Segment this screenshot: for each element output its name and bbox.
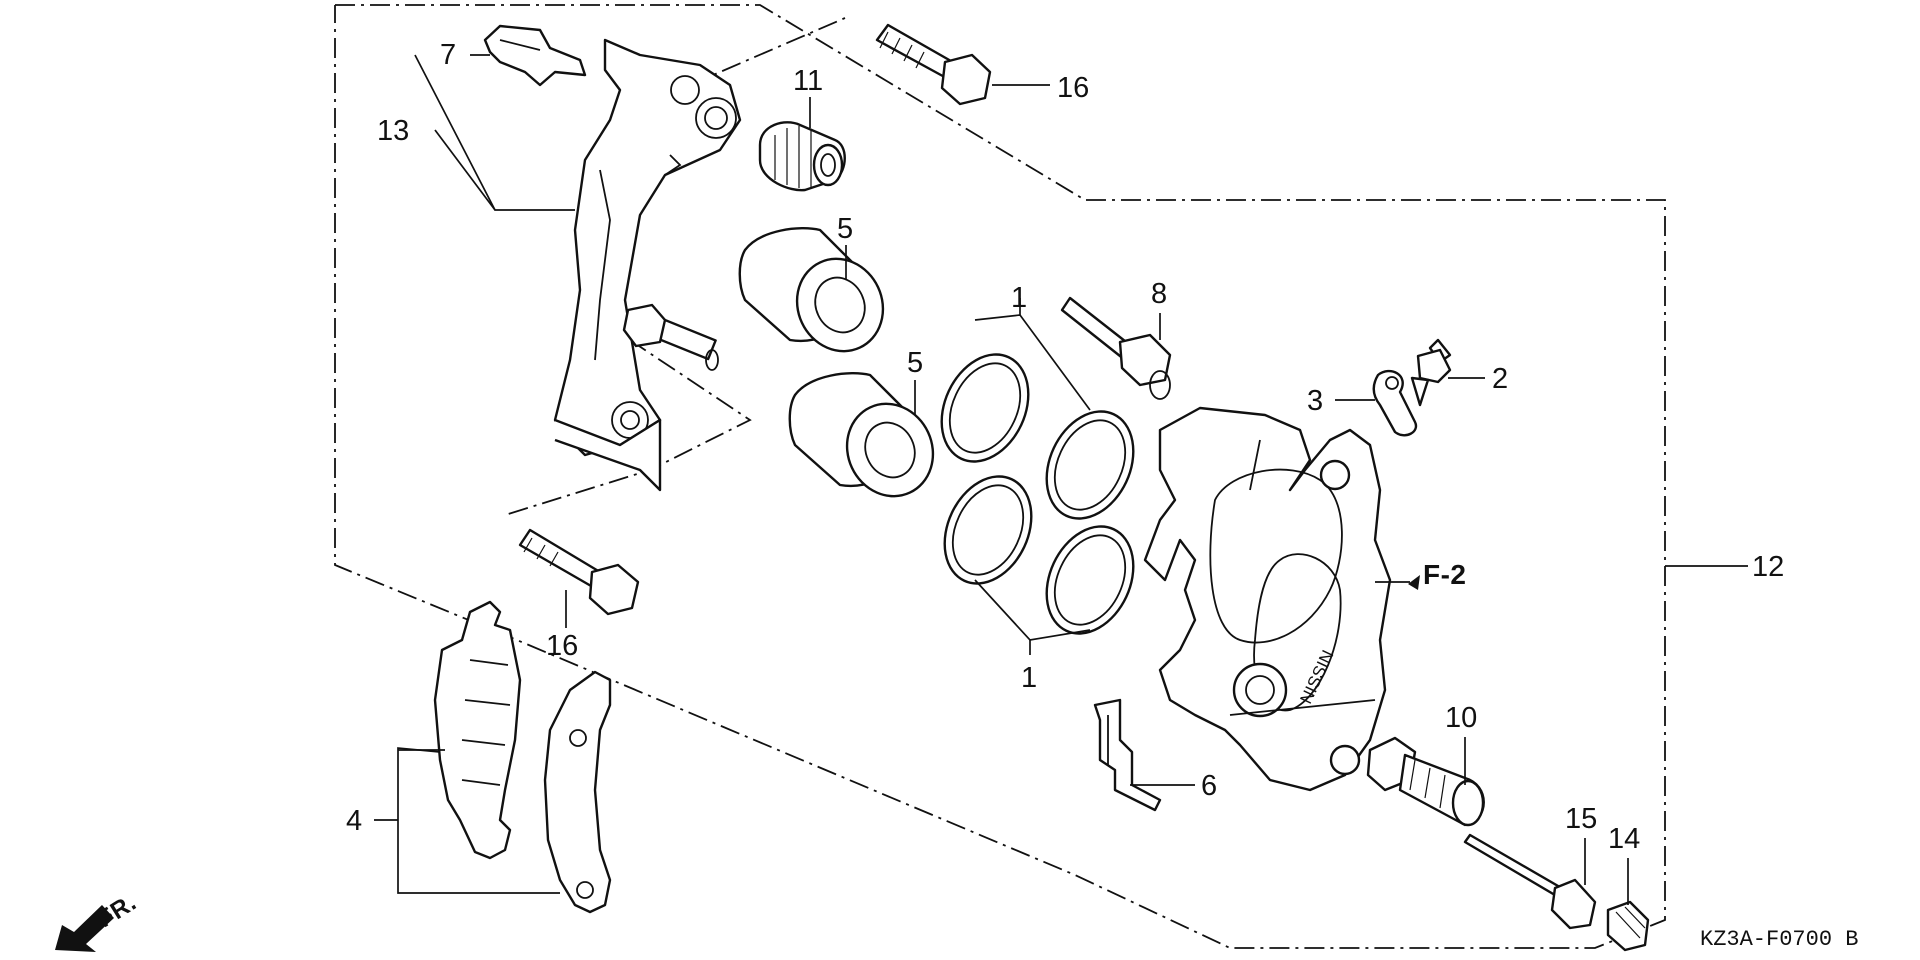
- reference-arrow: [1408, 575, 1420, 590]
- callout-1-upper: 1: [1011, 282, 1027, 314]
- bracket-pin-bolt: [622, 303, 719, 371]
- reference-mark: F-2: [1423, 559, 1467, 590]
- bolt-upper: [875, 23, 992, 106]
- callout-12: 12: [1752, 551, 1784, 583]
- callout-labels: 7 13 11 16 5 5 1 1 8 3 2 12 6 10 15 14 1…: [377, 39, 1784, 855]
- callout-4: 4: [346, 805, 362, 837]
- callout-14: 14: [1608, 823, 1640, 855]
- slide-pin: [1366, 736, 1485, 827]
- pad-spring: [483, 24, 587, 87]
- callout-1-lower: 1: [1021, 662, 1037, 694]
- pad-retainer-clip: [1093, 698, 1162, 812]
- callout-11: 11: [793, 65, 823, 97]
- piston-seals: [940, 353, 1135, 635]
- callout-3: 3: [1307, 385, 1323, 417]
- bleed-valve: [1410, 338, 1452, 407]
- callout-10: 10: [1445, 702, 1477, 734]
- callout-16-lower: 16: [546, 630, 578, 662]
- bleed-valve-cap: [1372, 369, 1418, 437]
- boot: [758, 121, 846, 192]
- front-direction-indicator: FR.: [55, 889, 141, 952]
- callout-8: 8: [1151, 278, 1167, 310]
- caliper-assembly-boundary: [334, 4, 1666, 949]
- brake-pads: [433, 600, 612, 914]
- leader-lines: [374, 54, 1748, 905]
- callout-16-upper: 16: [1057, 72, 1089, 104]
- callout-2: 2: [1492, 363, 1508, 395]
- callout-7: 7: [440, 39, 456, 71]
- callout-13: 13: [377, 115, 409, 147]
- callout-15: 15: [1565, 803, 1597, 835]
- pad-pin-plug: [1606, 900, 1650, 952]
- caliper-body: NISSIN: [1143, 406, 1392, 792]
- caliper-pin-bolt: [1060, 296, 1172, 400]
- bolt-lower: [518, 528, 640, 616]
- caliper-bracket: [553, 38, 742, 492]
- callout-6: 6: [1201, 770, 1217, 802]
- figure-code: KZ3A-F0700 B: [1700, 927, 1858, 952]
- piston-lower: [788, 372, 935, 498]
- piston-upper: [738, 227, 885, 353]
- pad-pin: [1463, 833, 1597, 930]
- callout-5-upper: 5: [837, 213, 853, 245]
- callout-5-lower: 5: [907, 347, 923, 379]
